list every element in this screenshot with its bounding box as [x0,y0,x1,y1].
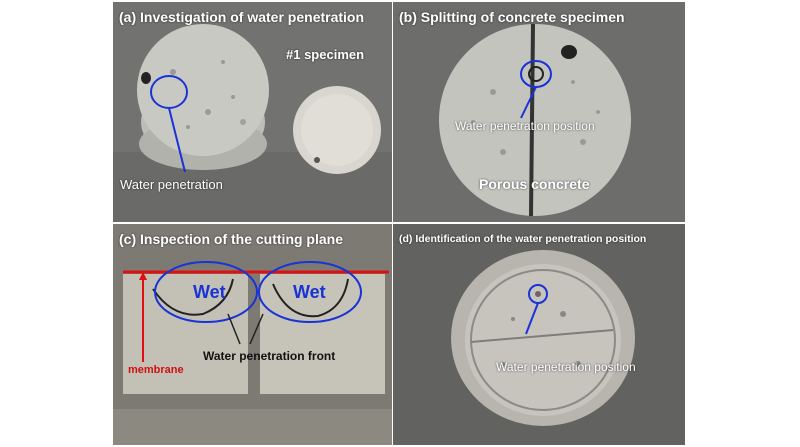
penetration-position-label: Water penetration position [455,119,595,133]
panel-a: (a) Investigation of water penetration #… [113,2,392,222]
specimen-top-face [137,24,269,156]
callout-arrow [168,107,186,173]
panel-c-title: (c) Inspection of the cutting plane [119,231,343,247]
panel-c-photo [113,224,392,445]
front-arrow-right [249,313,264,345]
wet-label-left: Wet [193,282,226,302]
position-label: Water penetration position [496,360,636,374]
membrane-label: membrane [128,364,184,376]
water-penetration-label: Water penetration [120,177,223,192]
panel-b-title: (b) Splitting of concrete specimen [399,9,625,25]
porous-concrete-label: Porous concrete [479,176,590,192]
front-arrow-left [227,313,241,345]
panel-d: (d) Identification of the water penetrat… [393,224,685,445]
callout-arrow [525,302,539,335]
panel-b: (b) Splitting of concrete specimen Water… [393,2,685,222]
specimen-label: #1 specimen [286,47,365,62]
panel-d-photo [393,224,685,445]
callout-arrow [520,86,537,119]
panel-a-photo [113,2,392,222]
panel-d-title: (d) Identification of the water penetrat… [399,233,647,245]
black-mark [141,72,151,84]
wet-zone-right [258,261,362,323]
figure: (a) Investigation of water penetration #… [113,2,685,445]
wet-zone-left [154,261,258,323]
panel-b-photo [393,2,685,222]
split-line [529,23,535,217]
black-mark [561,45,577,59]
specimen-face [439,24,631,216]
panel-c: (c) Inspection of the cutting plane Wet … [113,224,392,445]
wet-label-right: Wet [293,282,326,302]
penetration-front-label: Water penetration front [203,349,336,363]
panel-a-title: (a) Investigation of water penetration [119,9,365,25]
right-half-specimen [260,274,385,394]
